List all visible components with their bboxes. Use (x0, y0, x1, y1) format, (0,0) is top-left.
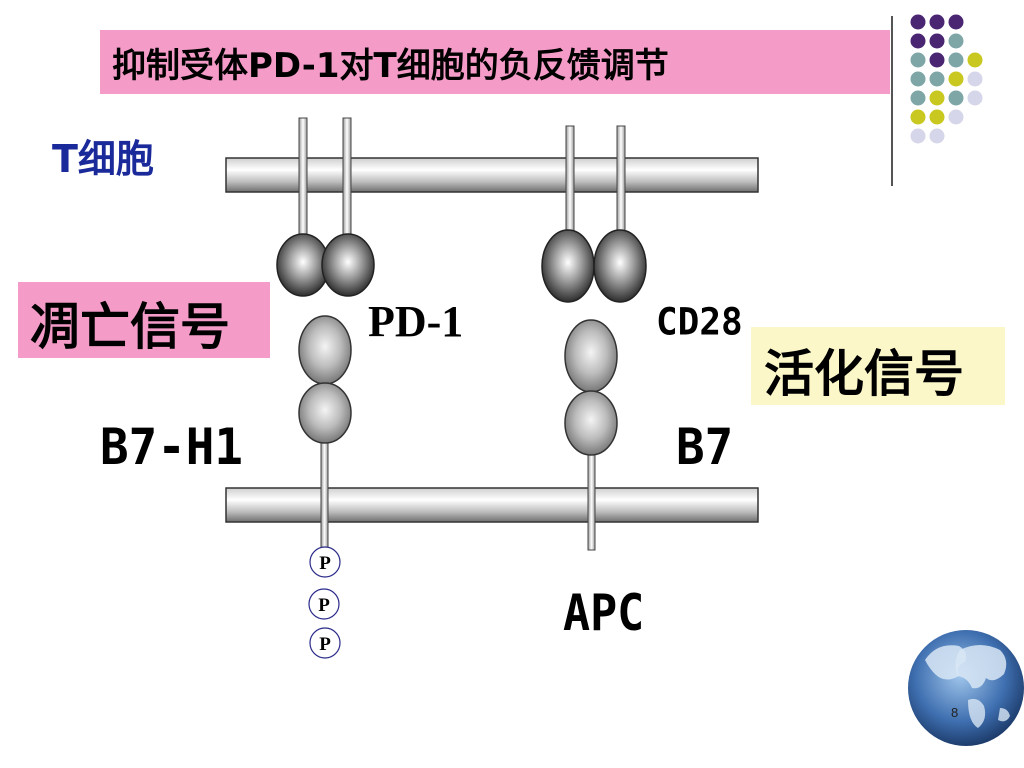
apc-membrane (225, 487, 759, 523)
page-number: 8 (951, 705, 959, 720)
decor-dot (910, 52, 926, 68)
pd1-receptor (276, 117, 375, 297)
decor-dot (929, 14, 945, 30)
apoptosis-signal-label: 凋亡信号 (30, 298, 230, 356)
activation-signal-box (751, 327, 1005, 405)
phospho-label: P (319, 553, 331, 574)
decor-dot (967, 71, 983, 87)
decorative-dot-grid (910, 14, 983, 144)
t-cell-label: T细胞 (52, 137, 154, 181)
b7-label: B7 (676, 418, 734, 476)
decor-dot (948, 71, 964, 87)
apc-label: APC (563, 584, 645, 642)
phospho-circle (309, 627, 341, 659)
activation-signal-label: 活化信号 (764, 345, 964, 403)
cd28-label: CD28 (656, 300, 743, 345)
decor-dot (948, 52, 964, 68)
apoptosis-signal-box (18, 282, 270, 358)
decor-dot (910, 128, 926, 144)
decor-dot (929, 52, 945, 68)
divider-line (891, 16, 893, 186)
decor-dot (910, 71, 926, 87)
decor-dot (910, 33, 926, 49)
decor-dot (910, 14, 926, 30)
decor-dot (967, 52, 983, 68)
t-cell-membrane (225, 157, 759, 193)
slide-title: 抑制受体PD-1对T细胞的负反馈调节 (112, 46, 669, 86)
phospho-label: P (318, 595, 330, 616)
pd1-label: PD-1 (368, 297, 464, 346)
globe-icon (908, 630, 1024, 746)
cd28-receptor (541, 125, 647, 303)
decor-dot (948, 14, 964, 30)
decor-dot (948, 90, 964, 106)
b7h1-ligand (298, 315, 352, 551)
decor-dot (948, 33, 964, 49)
phospho-circle (309, 546, 341, 578)
decor-dot (929, 33, 945, 49)
phospho-label: P (319, 634, 331, 655)
decor-dot (948, 109, 964, 125)
phospho-circle (308, 588, 340, 620)
b7-ligand (564, 319, 618, 551)
decor-dot (910, 90, 926, 106)
decor-dot (929, 71, 945, 87)
decor-dot (910, 109, 926, 125)
phospho-group: P P P (308, 546, 341, 659)
decor-dot (967, 90, 983, 106)
decor-dot (929, 109, 945, 125)
b7h1-label: B7-H1 (100, 418, 243, 476)
decor-dot (929, 90, 945, 106)
decor-dot (929, 128, 945, 144)
title-banner (100, 30, 890, 94)
